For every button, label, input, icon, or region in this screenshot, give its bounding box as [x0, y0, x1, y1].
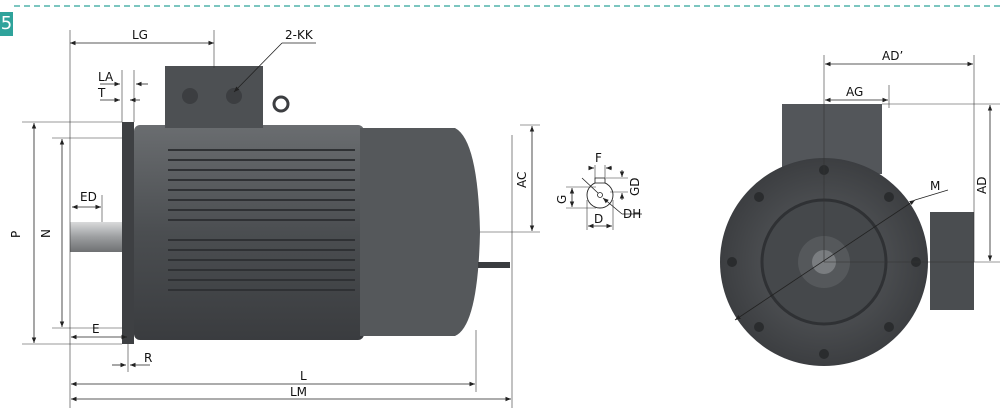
fan-cover-plate — [478, 262, 510, 268]
label-L: L — [300, 369, 307, 383]
label-N: N — [39, 229, 53, 238]
motor-flange — [122, 122, 134, 344]
motor-end-view — [720, 104, 974, 366]
motor-body — [134, 125, 364, 340]
center-hole — [597, 192, 603, 198]
terminal-box — [165, 66, 263, 128]
label-D: D — [594, 212, 603, 226]
label-ED: ED — [80, 190, 97, 204]
side-view-dimensions — [22, 30, 540, 408]
label-KK: 2-KK — [285, 28, 314, 42]
motor-rear-housing — [360, 128, 480, 336]
label-LA: LA — [98, 70, 114, 84]
label-F: F — [595, 151, 602, 165]
label-LG: LG — [132, 28, 148, 42]
shaft-end-detail: F GD G D DH — [555, 151, 642, 230]
label-AC: AC — [515, 172, 529, 188]
label-G: G — [555, 195, 569, 204]
cable-gland — [182, 88, 198, 104]
label-T: T — [97, 86, 106, 100]
label-GD: GD — [628, 177, 642, 196]
cable-gland — [226, 88, 242, 104]
label-AG: AG — [846, 85, 863, 99]
cooling-fins — [168, 149, 355, 291]
label-DH: DH — [623, 207, 641, 221]
side-view-labels: LG 2-KK LA T P N ED E R L LM AC — [9, 28, 529, 399]
motor-side-view — [70, 66, 510, 344]
motor-shaft — [70, 222, 128, 252]
lifting-eye — [272, 95, 290, 113]
label-M: M — [930, 179, 940, 193]
side-terminal-box — [930, 212, 974, 310]
label-E: E — [92, 322, 100, 336]
label-R: R — [144, 351, 152, 365]
figure-number-badge: 5 — [0, 12, 13, 36]
label-P: P — [9, 231, 23, 238]
label-AD: AD — [975, 177, 989, 194]
end-view-dimensions: AD’ AG AD M — [734, 49, 1000, 321]
label-LM: LM — [290, 385, 307, 399]
label-AD-prime: AD’ — [882, 49, 903, 63]
keyway — [594, 177, 606, 184]
